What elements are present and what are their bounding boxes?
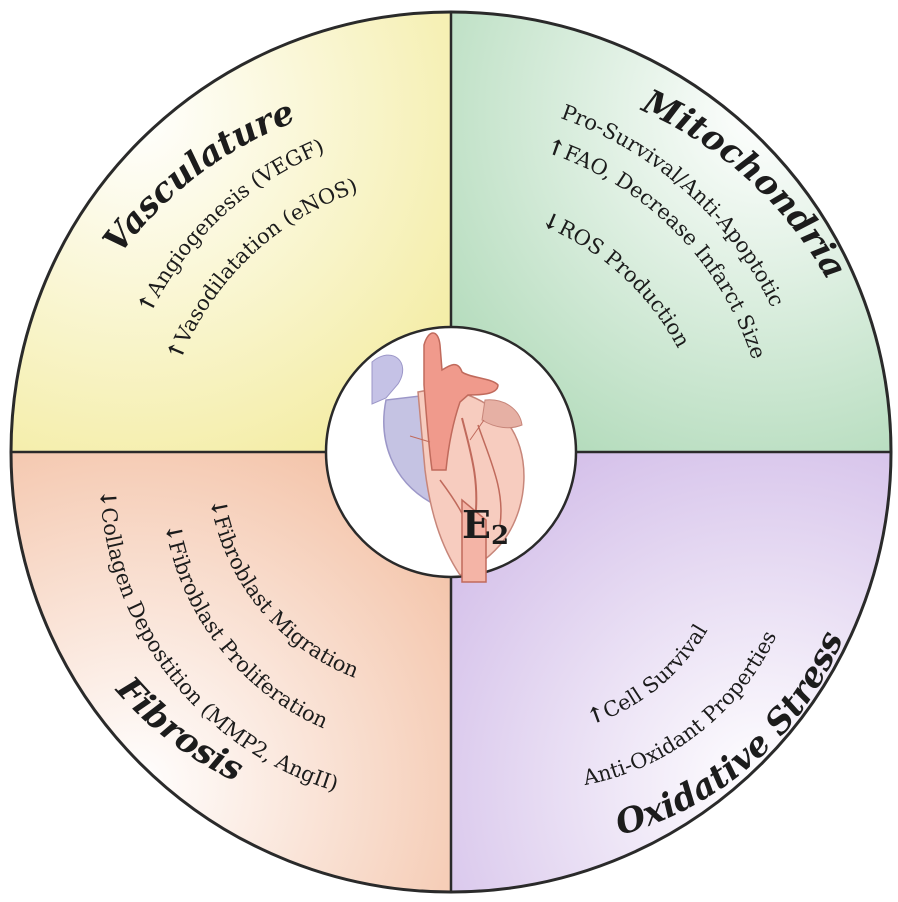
e2-label: E2 bbox=[462, 502, 509, 551]
heart-icon bbox=[371, 332, 525, 583]
